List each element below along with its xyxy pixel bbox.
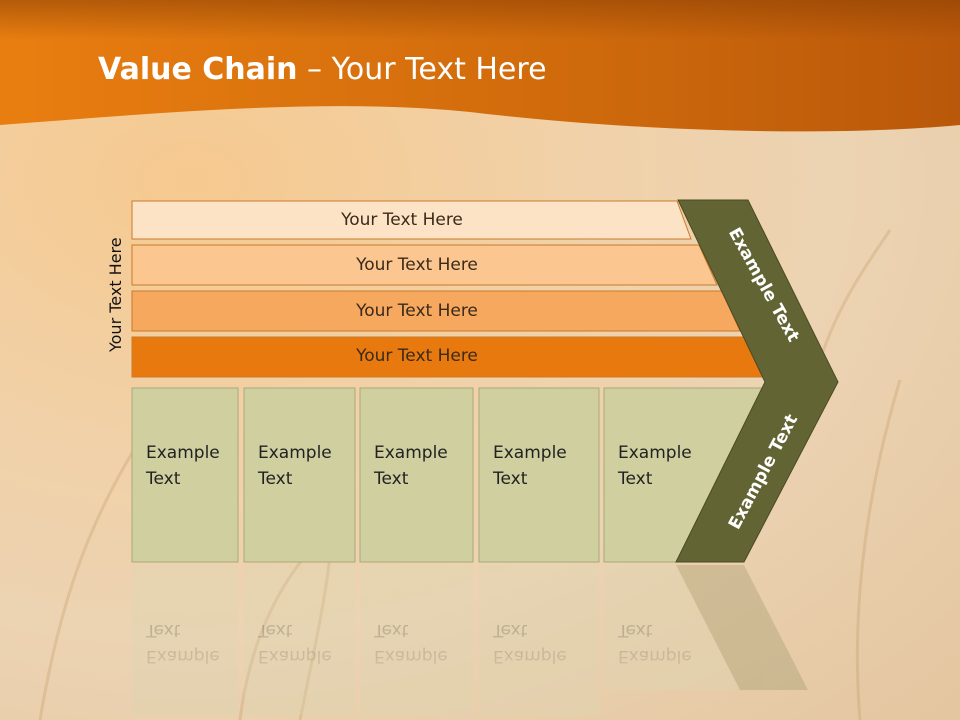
box-3-reflection-line2: Text bbox=[374, 620, 409, 640]
band-4: Your Text Here bbox=[132, 337, 722, 375]
band-1: Your Text Here bbox=[132, 201, 692, 239]
box-2-reflection-line1: Example bbox=[258, 646, 332, 666]
band-shape-1 bbox=[131, 200, 692, 240]
band-shape-2 bbox=[131, 244, 718, 286]
band-2: Your Text Here bbox=[132, 246, 722, 284]
box-4-reflection-line2: Text bbox=[493, 620, 528, 640]
band-1-label: Your Text Here bbox=[341, 210, 463, 230]
box-1-reflection-line2: Text bbox=[146, 620, 181, 640]
box-4-reflection: Example Text bbox=[479, 565, 599, 715]
box-3-reflection: Example Text bbox=[360, 565, 473, 715]
box-1-reflection-line1: Example bbox=[146, 646, 220, 666]
box-1-line1: Example bbox=[146, 443, 220, 463]
box-3-reflection-line1: Example bbox=[374, 646, 448, 666]
box-1-line2: Text bbox=[146, 469, 181, 489]
band-shape-3 bbox=[131, 290, 741, 332]
box-5-line1: Example bbox=[618, 443, 692, 463]
band-3: Your Text Here bbox=[132, 292, 722, 330]
band-2-label: Your Text Here bbox=[356, 255, 478, 275]
box-5-reflection-line1: Example bbox=[618, 646, 692, 666]
box-shape-3 bbox=[359, 387, 474, 563]
box-shape-2 bbox=[243, 387, 356, 563]
page-title: Value Chain – Your Text Here bbox=[98, 52, 547, 87]
side-label: Your Text Here bbox=[106, 237, 125, 352]
box-2-reflection-line2: Text bbox=[258, 620, 293, 640]
title-rest: – Your Text Here bbox=[297, 52, 547, 87]
box-3-line2: Text bbox=[374, 469, 409, 489]
box-2-line2: Text bbox=[258, 469, 293, 489]
title-bold: Value Chain bbox=[98, 52, 298, 87]
box-5-reflection: Example Text bbox=[604, 565, 724, 715]
box-2-line1: Example bbox=[258, 443, 332, 463]
box-4-reflection-line1: Example bbox=[493, 646, 567, 666]
box-shape-4 bbox=[478, 387, 600, 563]
box-3-line1: Example bbox=[374, 443, 448, 463]
box-shape-1 bbox=[131, 387, 239, 563]
box-4-line2: Text bbox=[493, 469, 528, 489]
box-4-line1: Example bbox=[493, 443, 567, 463]
reflection-shapes bbox=[132, 565, 808, 715]
chevron-shape bbox=[675, 199, 839, 563]
box-5-line2: Text bbox=[618, 469, 653, 489]
wheat-decoration bbox=[38, 229, 902, 720]
box-1-reflection: Example Text bbox=[132, 565, 238, 715]
box-5-reflection-line2: Text bbox=[618, 620, 653, 640]
band-4-label: Your Text Here bbox=[356, 346, 478, 366]
band-3-label: Your Text Here bbox=[356, 301, 478, 321]
box-2-reflection: Example Text bbox=[244, 565, 355, 715]
